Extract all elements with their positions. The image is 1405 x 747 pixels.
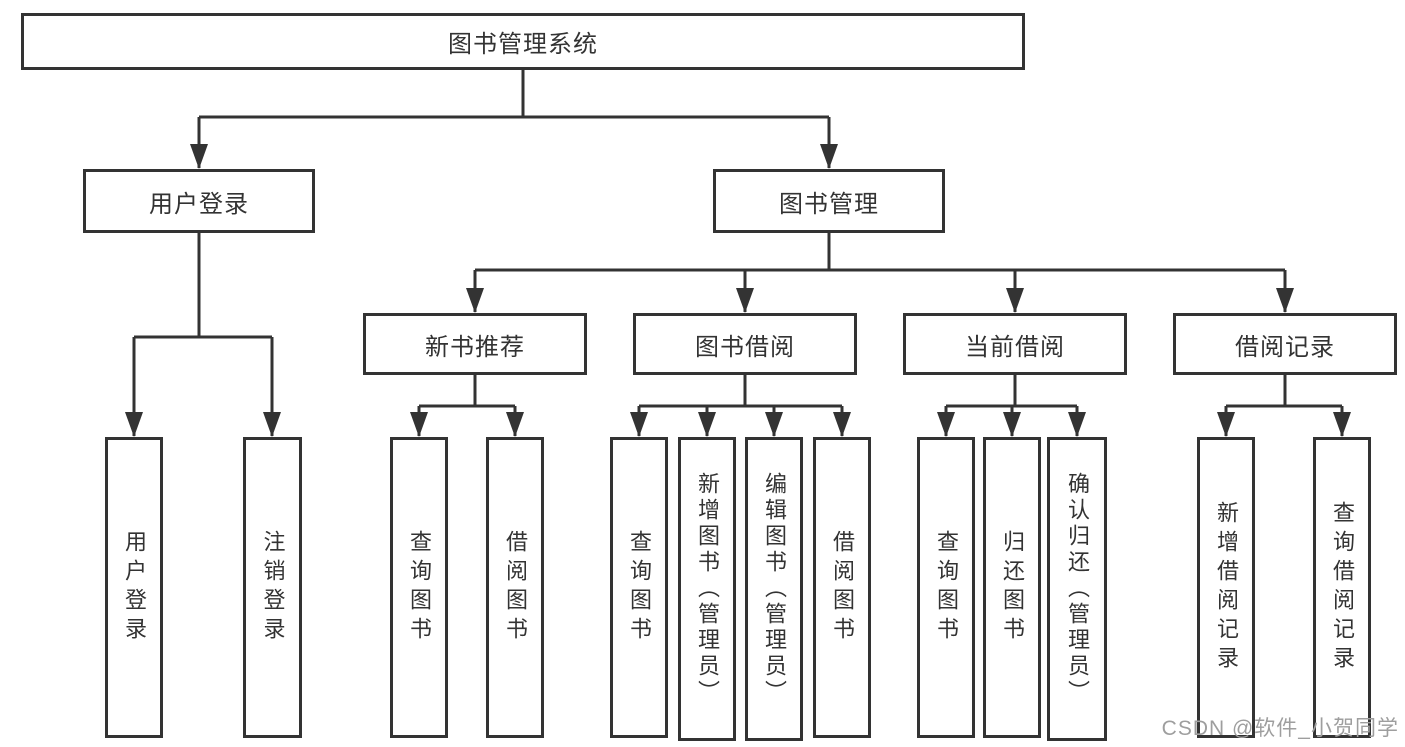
leaf-logout: 注销登录: [243, 437, 302, 738]
node-book-borrow: 图书借阅: [633, 313, 857, 375]
leaf-confirm-return-admin: 确认归还（管理员）: [1047, 437, 1107, 741]
leaf-user-login-label: 用户登录: [122, 529, 147, 646]
leaf-borrow-books-label: 借阅图书: [830, 529, 855, 646]
leaf-return-books: 归还图书: [983, 437, 1041, 738]
connector-root: [197, 70, 831, 168]
node-book-mgmt-label: 图书管理: [779, 190, 879, 218]
connector-current-borrow: [944, 375, 1079, 436]
leaf-query-books-current-label: 查询图书: [934, 529, 959, 646]
leaf-add-books-admin: 新增图书（管理员）: [678, 437, 736, 741]
node-root: 图书管理系统: [21, 13, 1025, 70]
node-book-mgmt: 图书管理: [713, 169, 945, 233]
leaf-borrow-books-rec: 借阅图书: [486, 437, 544, 738]
node-current-borrow: 当前借阅: [903, 313, 1127, 375]
node-user-login-label: 用户登录: [149, 190, 249, 218]
leaf-query-books-rec: 查询图书: [390, 437, 448, 738]
leaf-borrow-books: 借阅图书: [813, 437, 871, 738]
node-root-label: 图书管理系统: [448, 31, 598, 58]
node-borrow-record: 借阅记录: [1173, 313, 1397, 375]
node-borrow-record-label: 借阅记录: [1235, 333, 1335, 361]
leaf-add-books-admin-label: 新增图书（管理员）: [695, 472, 720, 706]
leaf-query-books-rec-label: 查询图书: [407, 529, 432, 646]
leaf-query-books-borrow: 查询图书: [610, 437, 668, 738]
leaf-borrow-books-rec-label: 借阅图书: [503, 529, 528, 646]
connector-book-borrow: [637, 375, 844, 436]
leaf-return-books-label: 归还图书: [1000, 529, 1025, 646]
leaf-add-borrow-record-label: 新增借阅记录: [1214, 500, 1239, 675]
connector-borrow-record: [1224, 375, 1344, 436]
connector-new-book-rec: [417, 375, 517, 436]
connector-book-mgmt: [473, 233, 1287, 312]
leaf-logout-label: 注销登录: [260, 529, 286, 646]
csdn-watermark: CSDN @软件_小贺同学: [1161, 717, 1399, 740]
leaf-query-borrow-record: 查询借阅记录: [1313, 437, 1371, 738]
leaf-confirm-return-admin-label: 确认归还（管理员）: [1065, 472, 1090, 706]
node-book-borrow-label: 图书借阅: [695, 333, 795, 361]
leaf-user-login: 用户登录: [105, 437, 163, 738]
leaf-add-borrow-record: 新增借阅记录: [1197, 437, 1255, 738]
node-current-borrow-label: 当前借阅: [965, 333, 1065, 361]
leaf-query-books-current: 查询图书: [917, 437, 975, 738]
node-user-login: 用户登录: [83, 169, 315, 233]
connector-user-login: [132, 233, 274, 436]
leaf-query-books-borrow-label: 查询图书: [627, 529, 652, 646]
leaf-edit-books-admin: 编辑图书（管理员）: [745, 437, 803, 741]
leaf-edit-books-admin-label: 编辑图书（管理员）: [762, 472, 787, 706]
node-new-book-rec: 新书推荐: [363, 313, 587, 375]
leaf-query-borrow-record-label: 查询借阅记录: [1330, 500, 1355, 675]
node-new-book-rec-label: 新书推荐: [425, 333, 525, 361]
